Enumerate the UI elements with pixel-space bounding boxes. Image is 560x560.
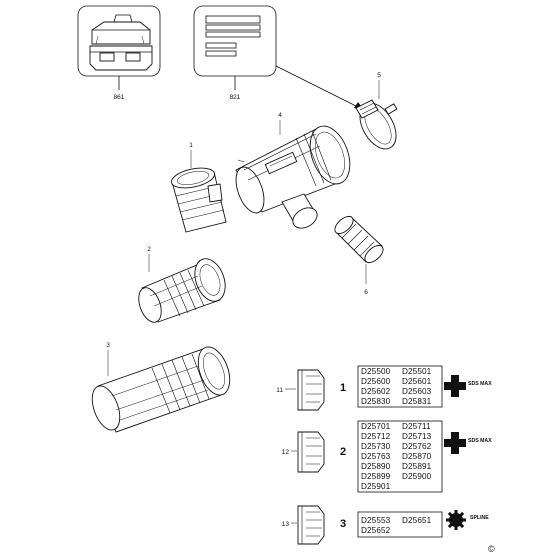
row-2-ref: 2 (340, 446, 346, 458)
manual-callout-box (193, 5, 277, 77)
code-cell: D25762 (402, 442, 432, 451)
part-5-label: 5 (377, 72, 381, 79)
code-cell: D25900 (402, 472, 432, 481)
code-cell: D25712 (361, 432, 391, 441)
code-cell: D25890 (361, 462, 391, 471)
code-cell: D25600 (361, 377, 391, 386)
chuck-adaptor-2-part (138, 258, 226, 323)
item-13-label: 13 (282, 521, 290, 528)
part-3-label: 3 (106, 342, 110, 349)
code-cell: D25602 (361, 387, 391, 396)
table-row: 12 2 D25701 D25711 D25712 D25713 D25730 … (282, 420, 492, 493)
sleeve-13-icon (297, 505, 325, 545)
table-row: 13 3 D25553 D25651 D25652 SPLINE (282, 505, 489, 545)
part-6-label: 6 (364, 289, 368, 296)
row-3-ref: 3 (340, 518, 346, 530)
code-cell: D25500 (361, 367, 391, 376)
table-row: 11 1 D25500 D25501 D25600 D25601 D25602 … (276, 365, 492, 411)
row-1-ref: 1 (340, 382, 346, 394)
code-cell: D25601 (402, 377, 432, 386)
sleeve-11-icon (297, 369, 325, 411)
manual-to-clamp-arrow (275, 65, 364, 110)
sleeve-12-icon (297, 431, 325, 473)
chuck-type-label: SDS MAX (468, 438, 492, 444)
code-cell: D25553 (361, 516, 391, 525)
sds-max-cross-icon (444, 432, 466, 454)
code-cell: D25501 (402, 367, 432, 376)
spline-gear-icon (446, 510, 466, 530)
copyright-mark: © (488, 544, 495, 554)
chuck-adaptor-1-part (170, 167, 227, 233)
manual-callout-label: 821 (230, 94, 241, 101)
part-4-label: 4 (278, 112, 282, 119)
code-cell: D25652 (361, 526, 391, 535)
item-11-label: 11 (276, 387, 283, 394)
code-cell: D25711 (402, 422, 431, 431)
code-cell: D25899 (361, 472, 391, 481)
code-cell: D25830 (361, 397, 391, 406)
item-12-label: 12 (282, 449, 290, 456)
code-cell: D25730 (361, 442, 391, 451)
chuck-adaptor-3-part (91, 346, 231, 433)
code-cell: D25763 (361, 452, 391, 461)
code-cell: D25891 (402, 462, 432, 471)
code-cell: D25901 (361, 482, 391, 491)
nozzle-part (334, 215, 384, 264)
manual-document-icon (205, 15, 261, 57)
chuck-type-label: SDS MAX (468, 381, 492, 387)
sds-max-cross-icon (444, 375, 466, 397)
carry-case-icon (89, 14, 153, 71)
part-2-label: 2 (147, 246, 151, 253)
case-callout-box (77, 5, 161, 77)
parts-table: 11 1 D25500 D25501 D25600 D25601 D25602 … (276, 365, 492, 545)
part-1-label: 1 (189, 142, 193, 149)
code-cell: D25701 (361, 422, 391, 431)
code-cell: D25713 (402, 432, 432, 441)
code-cell: D25870 (402, 452, 432, 461)
code-cell: D25603 (402, 387, 432, 396)
case-callout-label: 861 (114, 94, 125, 101)
hose-clamp-part (355, 99, 398, 150)
code-cell: D25651 (402, 516, 432, 525)
extraction-housing-part (235, 125, 351, 229)
chuck-type-label: SPLINE (470, 515, 489, 521)
code-cell: D25831 (402, 397, 432, 406)
